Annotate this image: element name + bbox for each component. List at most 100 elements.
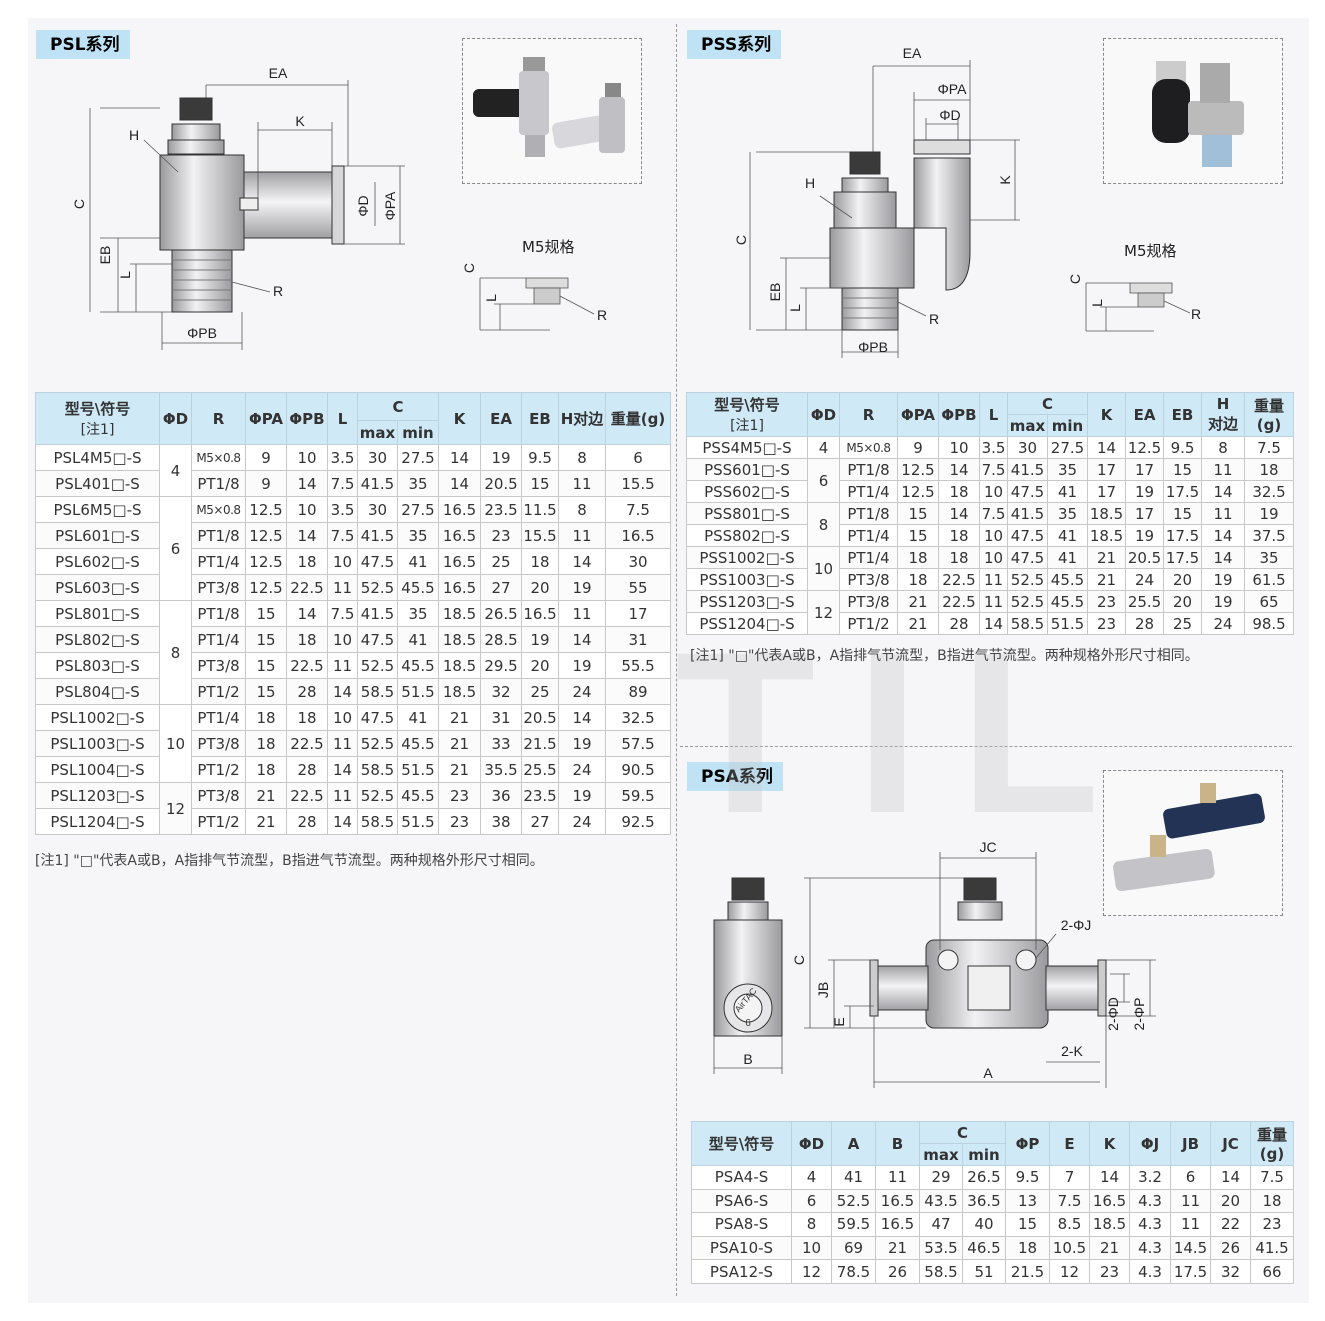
table-cell: PT1/8: [191, 470, 246, 497]
pss-dimension-drawing: EA ΦPA ΦD K H C EB L R ΦPB: [733, 45, 1020, 358]
table-cell: 27.5: [396, 496, 440, 523]
table-cell: 9: [897, 436, 939, 459]
table-cell: 24: [1125, 568, 1165, 591]
psl-m5-drawing: C L R: [461, 263, 607, 331]
table-cell: 25.5: [1125, 590, 1165, 613]
table-cell: 58.5: [357, 678, 398, 705]
table-cell: 9: [245, 444, 287, 471]
table-cell: 18: [938, 480, 980, 503]
table-cell: 31: [480, 704, 523, 731]
table-cell: 35: [396, 522, 440, 549]
model-cell: PSS1002□-S: [686, 546, 808, 569]
table-cell: 21.5: [521, 730, 560, 757]
col-pa: ΦPA: [245, 392, 287, 445]
table-cell: PT1/8: [191, 522, 246, 549]
table-cell: 12.5: [245, 574, 287, 601]
table-cell: 35: [1244, 546, 1295, 569]
table-cell: 12.5: [897, 480, 939, 503]
table-cell: 7.5: [1049, 1188, 1091, 1214]
table-cell: 14: [558, 626, 607, 653]
table-cell: 3.5: [979, 436, 1008, 459]
table-cell: 18.5: [438, 600, 482, 627]
table-cell: 11: [558, 470, 607, 497]
pss-dim-k: K: [997, 175, 1013, 185]
table-cell: 45.5: [396, 574, 440, 601]
table-cell: 38: [480, 808, 523, 835]
col-d: ΦD: [159, 392, 192, 445]
table-cell: 10: [791, 1235, 832, 1261]
model-cell: PSL1002□-S: [35, 704, 160, 731]
table-cell: 45.5: [396, 730, 440, 757]
col-jb: JB: [1170, 1121, 1212, 1166]
table-cell: 52.5: [1007, 590, 1048, 613]
table-cell: 20: [1210, 1188, 1252, 1214]
col-c: C: [1006, 392, 1089, 415]
col-k: K: [1087, 392, 1127, 437]
table-cell: 35.5: [480, 756, 523, 783]
table-cell: 18.5: [1087, 502, 1127, 525]
psl-dim-h: H: [129, 127, 139, 143]
psa-dim-p: 2-ΦP: [1131, 998, 1147, 1031]
table-cell: 14: [1201, 480, 1246, 503]
psl-dim-pb: ΦPB: [187, 325, 217, 341]
col-pa: ΦPA: [897, 392, 939, 437]
table-cell: 7.5: [979, 502, 1008, 525]
table-cell: 45.5: [1046, 568, 1089, 591]
table-cell: 10: [979, 546, 1008, 569]
table-cell: 58.5: [1007, 612, 1048, 635]
table-cell: 18: [897, 568, 939, 591]
table-cell: 27.5: [396, 444, 440, 471]
table-cell: 16.5: [875, 1188, 920, 1214]
table-cell: 6: [807, 458, 840, 503]
table-cell: 10: [327, 704, 358, 731]
table-cell: 14: [558, 548, 607, 575]
col-pb: ΦPB: [938, 392, 980, 437]
col-h: H对边: [558, 392, 607, 445]
table-cell: 18: [521, 548, 560, 575]
table-cell: 47.5: [357, 626, 398, 653]
psl-product-photo: [462, 38, 642, 184]
model-cell: PSA8-S: [691, 1212, 792, 1237]
table-cell: 32.5: [605, 704, 672, 731]
table-cell: 41.5: [357, 522, 398, 549]
table-cell: 14: [286, 522, 328, 549]
pss-dim-pb: ΦPB: [858, 339, 888, 355]
table-cell: 22.5: [286, 652, 328, 679]
table-cell: 90.5: [605, 756, 672, 783]
vertical-divider: [676, 24, 677, 1296]
table-cell: 24: [558, 808, 607, 835]
table-cell: 14.5: [1170, 1235, 1212, 1261]
psa-dim-c: C: [791, 955, 807, 965]
table-cell: 26.5: [480, 600, 523, 627]
psl-dim-ea: EA: [269, 65, 288, 81]
table-cell: 11: [875, 1165, 920, 1190]
col-model: 型号\符号[注1]: [686, 392, 808, 437]
table-cell: 51.5: [1046, 612, 1089, 635]
table-cell: PT3/8: [839, 568, 898, 591]
table-cell: 41.5: [1007, 502, 1048, 525]
psl-dim-pa: ΦPA: [382, 191, 398, 220]
table-cell: 41.5: [357, 470, 398, 497]
table-cell: 4: [807, 436, 840, 459]
table-cell: 45.5: [396, 782, 440, 809]
table-cell: 55: [605, 574, 672, 601]
model-cell: PSL801□-S: [35, 600, 160, 627]
table-cell: 18: [1244, 458, 1295, 481]
table-cell: 55.5: [605, 652, 672, 679]
model-cell: PSL804□-S: [35, 678, 160, 705]
psl-m5-dim-r: R: [597, 307, 607, 323]
table-cell: 13: [1005, 1188, 1051, 1214]
table-cell: 36: [480, 782, 523, 809]
table-cell: 9.5: [521, 444, 560, 471]
